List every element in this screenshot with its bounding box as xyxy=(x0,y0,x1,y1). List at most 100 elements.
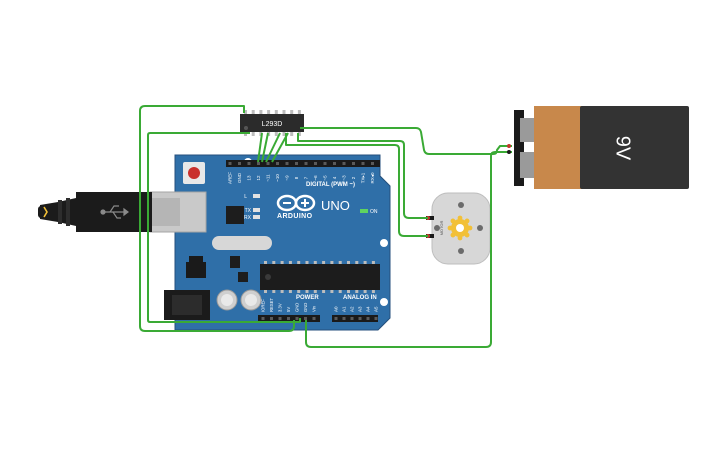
header-pin[interactable] xyxy=(342,162,346,165)
header-pin[interactable] xyxy=(304,162,308,165)
header-pin[interactable] xyxy=(352,162,355,165)
smd-component xyxy=(230,256,240,268)
motor-label: MOTOR xyxy=(439,220,444,235)
analog-pin-label: A1 xyxy=(342,306,347,312)
battery-wire-terminal xyxy=(507,144,511,148)
header-pin[interactable] xyxy=(342,317,346,320)
header-pin[interactable] xyxy=(333,162,336,165)
power-pin-label: 5V xyxy=(286,307,291,312)
header-pin[interactable] xyxy=(366,317,370,320)
header-pin[interactable] xyxy=(285,162,289,165)
chip-pin xyxy=(347,290,350,293)
chip-pin xyxy=(280,261,284,264)
motor-gear-icon xyxy=(447,215,473,241)
header-pin[interactable] xyxy=(261,317,265,320)
power-pin-label: 3.3V xyxy=(278,303,283,312)
chip-pin xyxy=(305,290,309,293)
gear-tooth xyxy=(457,235,463,241)
gear-tooth xyxy=(450,218,456,224)
wire-battery-negative-to-gnd[interactable] xyxy=(305,151,512,348)
wire-ic-to-pin11[interactable] xyxy=(265,132,281,163)
header-pin[interactable] xyxy=(276,162,279,165)
motor-screw xyxy=(434,225,440,231)
dc-motor[interactable]: MOTOR xyxy=(426,192,491,265)
digital-pin-label: TX▸1 xyxy=(361,172,366,183)
header-pin[interactable] xyxy=(358,317,362,320)
ic-pin xyxy=(267,110,271,114)
digital-pin-label: ~5 xyxy=(323,175,328,181)
header-pin[interactable] xyxy=(270,317,273,320)
wires xyxy=(139,105,512,348)
header-pin[interactable] xyxy=(334,317,338,320)
header-pin[interactable] xyxy=(278,317,282,320)
header-pin[interactable] xyxy=(323,162,327,165)
rx-led-label: RX xyxy=(244,215,252,221)
wire-ic-to-5v[interactable] xyxy=(139,105,295,332)
header-pin[interactable] xyxy=(295,317,299,320)
gear-tooth xyxy=(464,232,470,238)
gear-tooth xyxy=(464,218,470,224)
chip-pin xyxy=(272,261,276,264)
header-pin[interactable] xyxy=(238,162,241,165)
chip-pin xyxy=(338,261,342,264)
chip-pin xyxy=(280,290,284,293)
digital-pin-label: AREF xyxy=(228,172,233,184)
chip-pin xyxy=(355,261,359,264)
digital-section-label: DIGITAL (PWM ~) xyxy=(306,182,355,188)
chip-pin xyxy=(264,261,267,264)
header-pin[interactable] xyxy=(295,162,298,165)
digital-header xyxy=(226,160,380,167)
chip-pin xyxy=(272,290,276,293)
mounting-hole xyxy=(380,298,388,306)
wire-ic-to-motor-a[interactable] xyxy=(297,133,428,219)
header-pin[interactable] xyxy=(350,317,354,320)
header-pin[interactable] xyxy=(312,317,316,320)
motor-screw xyxy=(477,225,483,231)
wire-ic-to-pin13[interactable] xyxy=(257,132,263,163)
digital-pin-label: ~6 xyxy=(313,175,318,181)
analog-pin-label: A0 xyxy=(334,306,339,312)
header-pin[interactable] xyxy=(257,162,260,165)
battery-wire-terminal xyxy=(507,150,511,154)
usb-cable[interactable] xyxy=(38,192,152,232)
cable-end-highlight xyxy=(43,206,48,218)
digital-pin-label: 12 xyxy=(256,175,261,181)
header-pin[interactable] xyxy=(266,162,270,165)
arduino-brand-text: ARDUINO xyxy=(277,213,313,220)
ic-pin xyxy=(251,110,255,114)
arduino-infinity-logo xyxy=(276,194,316,212)
ic-pin xyxy=(259,110,263,114)
header-pin[interactable] xyxy=(361,162,365,165)
digital-pin-label: 4 xyxy=(332,176,337,179)
analog-pin-label: A4 xyxy=(366,306,371,312)
battery-label: 9V xyxy=(612,136,634,161)
header-pin[interactable] xyxy=(247,162,251,165)
usb-controller-chip xyxy=(226,206,244,224)
header-pin[interactable] xyxy=(228,162,232,165)
digital-pin-label: 8 xyxy=(294,176,299,179)
atmega328-chip xyxy=(260,261,380,293)
reset-button[interactable] xyxy=(183,162,205,184)
header-pin[interactable] xyxy=(371,162,374,165)
wire-ic-to-gnd[interactable] xyxy=(147,132,301,323)
chip-pin xyxy=(297,261,301,264)
capacitor xyxy=(240,289,262,311)
on-led-label: ON xyxy=(370,209,378,215)
ic-pin xyxy=(282,110,286,114)
9v-battery[interactable]: 9V xyxy=(514,106,689,189)
crystal-oscillator xyxy=(212,236,272,250)
usb-port xyxy=(149,191,207,233)
ic-pin xyxy=(297,110,301,114)
smd-component xyxy=(238,272,248,282)
ic-pin xyxy=(282,132,286,136)
wire-ic-to-motor-b[interactable] xyxy=(285,133,428,237)
header-pin[interactable] xyxy=(374,317,378,320)
tx-led xyxy=(253,208,260,212)
wire-ic-to-pin12[interactable] xyxy=(261,132,269,163)
l293d-motor-driver-ic[interactable]: L293D xyxy=(240,110,304,136)
header-pin[interactable] xyxy=(314,162,317,165)
header-pin[interactable] xyxy=(304,317,307,320)
header-pin[interactable] xyxy=(287,317,290,320)
